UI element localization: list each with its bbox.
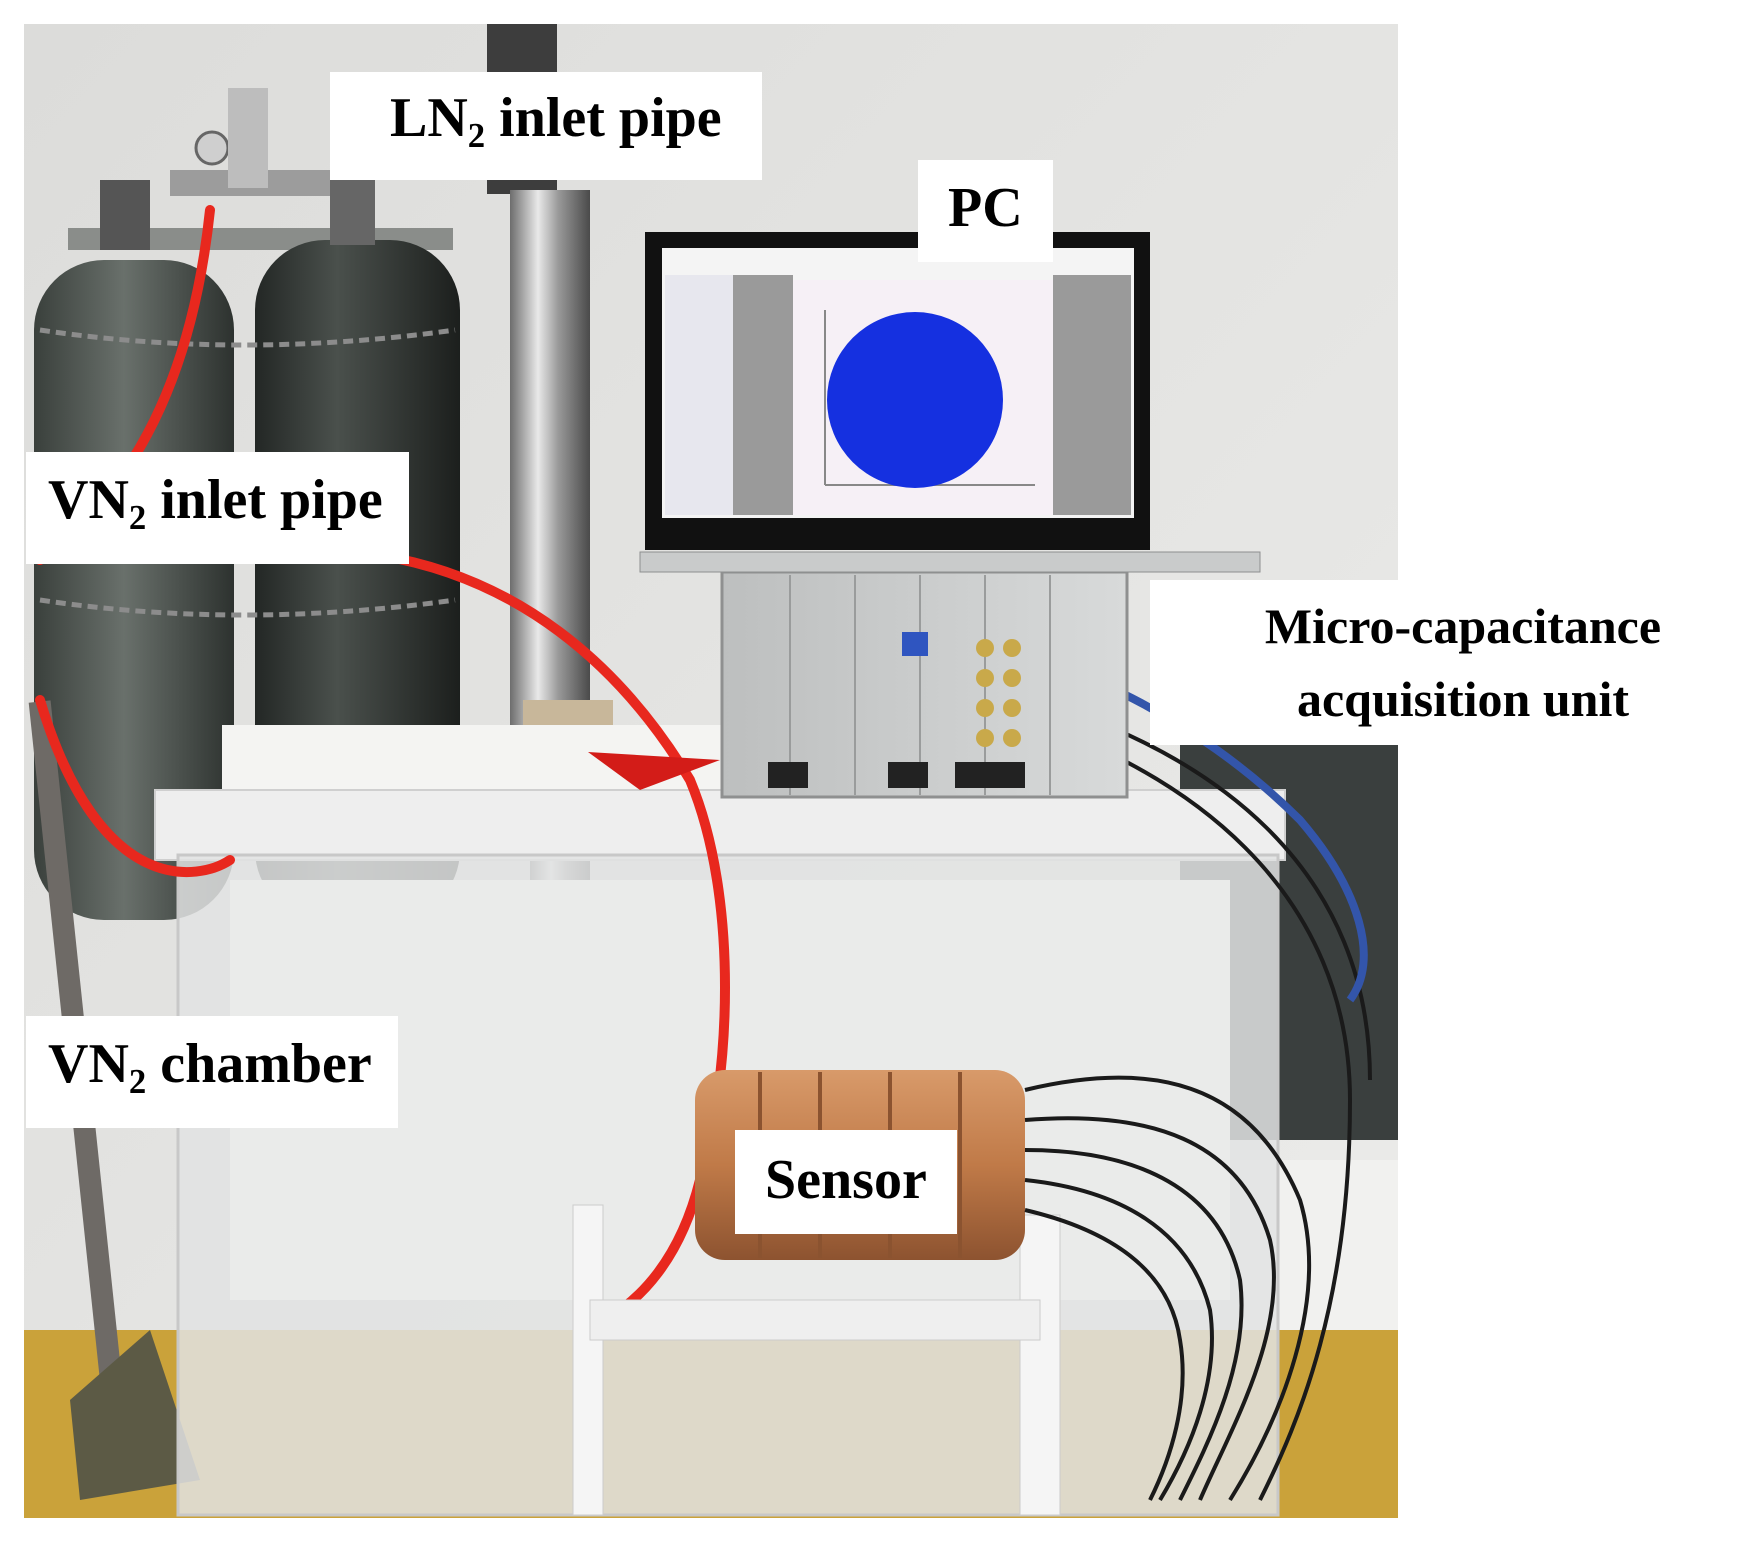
label-ln2-rest: inlet pipe (485, 87, 722, 149)
usb-port (902, 632, 928, 656)
ln2-pipe (510, 190, 590, 750)
label-vn2-inlet-rest: inlet pipe (146, 469, 383, 531)
laptop-base (639, 551, 1261, 573)
label-vn2-inlet-pipe: VN2 inlet pipe (26, 452, 409, 564)
label-micro-line2: acquisition unit (1296, 670, 1630, 727)
unit-latch-1 (768, 762, 808, 788)
gas-cylinder-left (34, 260, 234, 920)
label-micro-capacitance-unit: Micro-capacitance acquisition unit (1150, 580, 1754, 745)
bnc-connectors (976, 639, 1021, 747)
label-vn2-chamber-sub: 2 (128, 1062, 147, 1102)
cylinder-chain-2 (39, 597, 456, 618)
label-vn2-chamber-main: VN (48, 1033, 129, 1095)
label-vn2-inlet-sub: 2 (128, 498, 147, 538)
label-vn2-chamber: VN2 chamber (26, 1016, 398, 1128)
label-vn2-chamber-rest: chamber (146, 1033, 372, 1095)
label-ln2-main: LN (390, 87, 468, 149)
screen-gray-right (1053, 275, 1131, 515)
label-ln2-inlet-pipe: LN2 inlet pipe (330, 72, 762, 180)
unit-latch-3 (955, 762, 1025, 788)
blue-circle-image (827, 312, 1003, 488)
cylinder-valve-right (330, 175, 375, 245)
screen-left-panel (665, 275, 733, 515)
label-vn2-inlet-main: VN (48, 469, 129, 531)
unit-latch-2 (888, 762, 928, 788)
cylinder-valve-left (100, 180, 150, 250)
sensor-support-right (1019, 1214, 1061, 1516)
label-micro-line1: Micro-capacitance (1264, 598, 1662, 654)
label-sensor: Sensor (735, 1130, 957, 1234)
stand-foot (70, 1330, 200, 1500)
red-tape (588, 752, 720, 790)
label-ln2-sub: 2 (467, 116, 486, 156)
regulator-body (228, 88, 268, 188)
label-pc: PC (918, 160, 1053, 262)
cylinder-chain-1 (39, 327, 456, 348)
screen-gray-left (733, 275, 793, 515)
acrylic-top (154, 789, 1286, 861)
pressure-gauge (194, 130, 230, 166)
sensor-support-left (572, 1204, 604, 1516)
sensor-crossbar (589, 1299, 1041, 1341)
